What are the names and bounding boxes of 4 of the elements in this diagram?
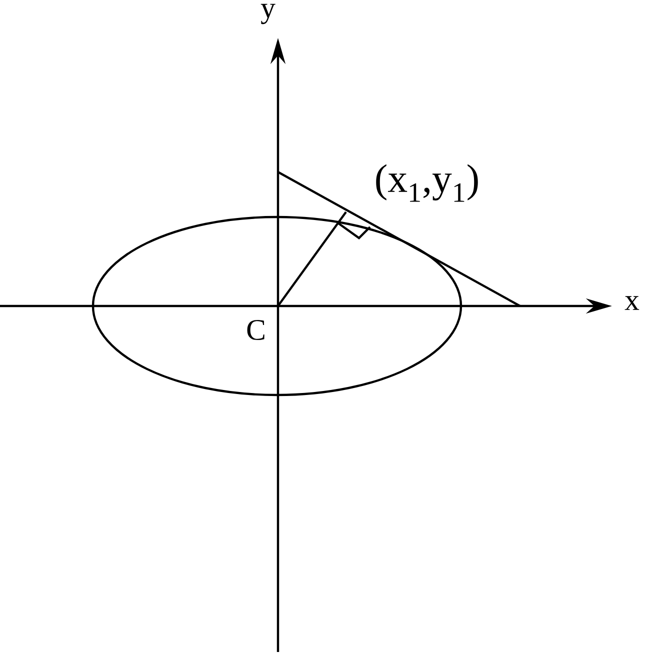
axis-label: y <box>260 4 276 24</box>
axis-label: C <box>247 320 264 340</box>
axis-label: x <box>624 296 640 310</box>
axis-label: (x$_{1}$,y$_{1}$) <box>376 164 478 202</box>
